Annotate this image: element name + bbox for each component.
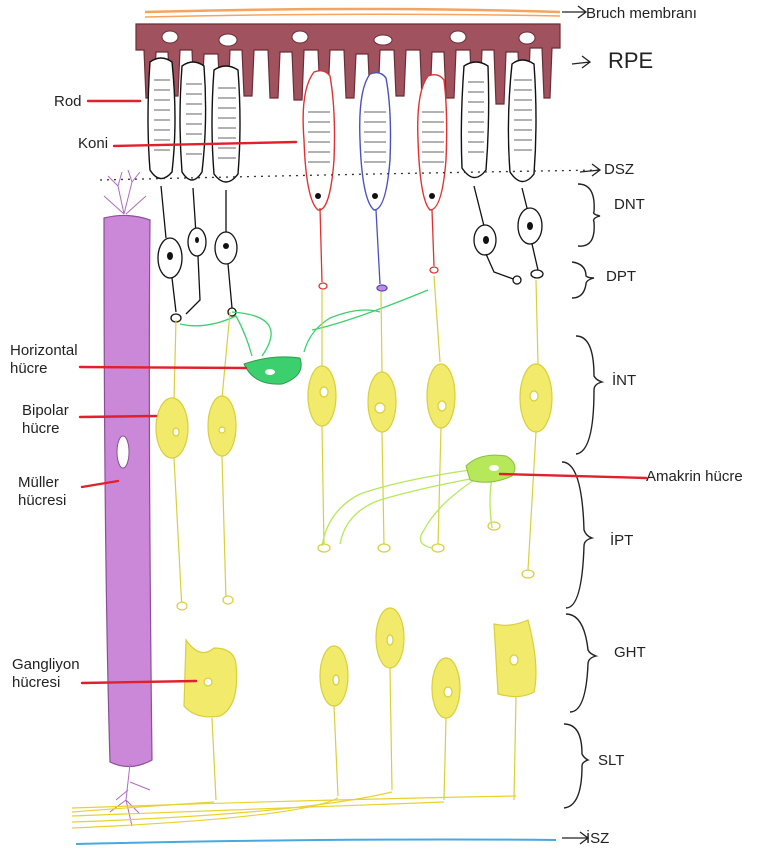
amacrine-cell — [322, 455, 515, 548]
cone-nuclei — [315, 193, 435, 199]
label-bipolar-cell: Bipolar hücre — [22, 402, 82, 438]
label-int: İNT — [612, 372, 636, 390]
layer-braces — [562, 184, 602, 808]
muller-cell — [104, 170, 152, 826]
label-dpt: DPT — [606, 268, 636, 286]
rod-cell-bodies — [158, 186, 543, 322]
label-dsz: DSZ — [604, 161, 634, 179]
cone-outer-segments — [303, 71, 447, 210]
label-amakrin-cell: Amakrin hücre — [646, 468, 743, 486]
label-rpe: RPE — [608, 48, 653, 74]
nerve-fiber-lines — [72, 792, 516, 828]
cone-axons — [319, 208, 438, 291]
bipolar-cells — [156, 276, 552, 610]
label-ganglion-cell: Gangliyon hücresi — [12, 656, 102, 692]
label-slt: SLT — [598, 752, 624, 770]
bruch-membrane — [145, 9, 560, 17]
horizontal-cell — [180, 290, 428, 384]
ganglion-cells — [184, 608, 536, 800]
label-bruch-membrane: Bruch membranı — [586, 5, 697, 23]
label-rod: Rod — [54, 93, 82, 111]
label-muller-cell: Müller hücresi — [18, 474, 84, 510]
label-dnt: DNT — [614, 196, 645, 214]
label-horizontal-cell: Horizontal hücre — [10, 342, 100, 378]
label-ipt: İPT — [610, 532, 633, 550]
isz-line — [76, 840, 556, 845]
label-ght: GHT — [614, 644, 646, 662]
rod-outer-segments — [148, 58, 536, 182]
arrow-pointers — [562, 6, 600, 844]
label-isz: İSZ — [586, 830, 609, 848]
label-koni: Koni — [78, 135, 108, 153]
red-pointer-lines — [80, 101, 646, 683]
